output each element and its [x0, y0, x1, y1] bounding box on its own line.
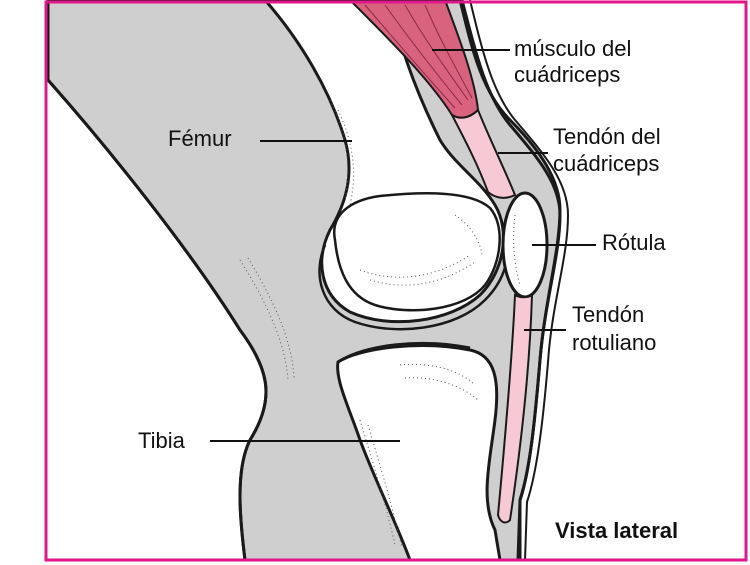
tendon-rot-label-line2: rotuliano: [572, 330, 656, 355]
tibia-plateau: [337, 341, 471, 364]
tibia-label: Tibia: [138, 428, 186, 453]
tibia-bone: [336, 344, 502, 562]
tendon-cuad-label-line1: Tendón del: [553, 124, 661, 149]
rotula-label: Rótula: [602, 230, 666, 255]
quadriceps-tendon: [449, 108, 517, 199]
femur-cartilage: [318, 231, 509, 331]
musculo-label-line1: músculo del: [514, 36, 631, 61]
view-caption: Vista lateral: [555, 518, 678, 543]
tendon-cuad-label-line2: cuádriceps: [553, 151, 659, 176]
skin-contour-front: [460, 0, 562, 561]
tendon-rot-label-line1: Tendón: [572, 302, 644, 327]
femur-condyle: [332, 192, 501, 312]
patellar-tendon: [496, 292, 534, 524]
skin-contour-left: [46, 79, 268, 561]
femur-label: Fémur: [168, 126, 232, 151]
musculo-label-line2: cuádriceps: [514, 62, 620, 87]
frame-border: [44, 0, 748, 562]
